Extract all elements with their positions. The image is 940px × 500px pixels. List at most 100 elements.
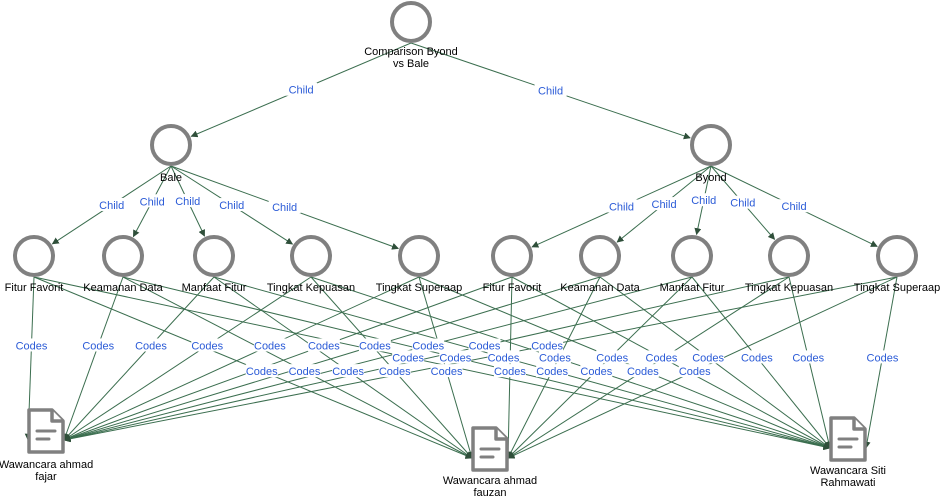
document-icon[interactable] — [27, 408, 65, 454]
node-circle-icon[interactable] — [193, 235, 235, 277]
codes-edge-label-bg — [430, 364, 463, 378]
node-bale-keamanan-data[interactable]: Keamanan Data — [83, 235, 164, 294]
node-bale[interactable]: Bale — [150, 124, 192, 184]
node-circle-icon[interactable] — [579, 235, 621, 277]
child-edge-label: Child — [691, 195, 716, 207]
child-edge-label: Child — [609, 201, 634, 213]
codes-edge-label-bg — [866, 350, 899, 364]
codes-edge-label: Codes — [135, 340, 167, 352]
codes-edge-label: Codes — [679, 366, 711, 378]
child-edge-label-bg — [95, 197, 128, 211]
codes-edge-label: Codes — [741, 352, 773, 364]
child-edge-label: Child — [782, 201, 807, 213]
node-label: Tingkat Kepuasan — [745, 282, 833, 294]
node-byond-keamanan-data[interactable]: Keamanan Data — [560, 235, 641, 294]
node-byond-manfaat-fitur[interactable]: Manfaat Fitur — [660, 235, 725, 294]
node-label: Tingkat Kepuasan — [267, 282, 355, 294]
node-circle-icon[interactable] — [768, 235, 810, 277]
node-label: fauzan — [473, 487, 506, 499]
node-byond-tingkat-kepuasan[interactable]: Tingkat Kepuasan — [745, 235, 833, 294]
codes-edge-label: Codes — [580, 366, 612, 378]
node-circle-icon[interactable] — [290, 235, 332, 277]
codes-edge-label-bg — [332, 364, 365, 378]
codes-edge-label-bg — [596, 350, 629, 364]
node-circle-icon[interactable] — [690, 124, 732, 166]
codes-edge-byond_keamanan_data-to-doc_fajar — [63, 276, 601, 442]
child-edge-label-bg — [285, 82, 318, 96]
node-circle-icon[interactable] — [876, 235, 918, 277]
codes-edge-label-bg — [392, 350, 425, 364]
node-bale-manfaat-fitur[interactable]: Manfaat Fitur — [182, 235, 247, 294]
node-label: Wawancara Siti — [810, 465, 886, 477]
document-icon[interactable] — [471, 426, 509, 472]
child-edge-label: Child — [289, 85, 314, 97]
codes-edge-label-bg — [358, 338, 391, 352]
codes-edge-label: Codes — [536, 366, 568, 378]
codes-edge-label-bg — [740, 350, 773, 364]
codes-edge-label: Codes — [392, 352, 424, 364]
codes-edge-label-bg — [253, 338, 286, 352]
child-edge-label-bg — [534, 83, 567, 97]
codes-edge-label: Codes — [82, 340, 114, 352]
node-byond[interactable]: Byond — [690, 124, 732, 184]
node-circle-icon[interactable] — [398, 235, 440, 277]
codes-edge-label-bg — [288, 364, 321, 378]
node-circle-icon[interactable] — [390, 1, 432, 43]
child-edge-label: Child — [219, 200, 244, 212]
child-edge-label-bg — [136, 194, 169, 208]
node-byond-fitur-favorit[interactable]: Fitur Favorit — [483, 235, 542, 294]
codes-edge-label-bg — [412, 338, 445, 352]
codes-edge-label: Codes — [692, 352, 724, 364]
child-edge-label-bg — [171, 194, 204, 208]
node-bale-tingkat-kepuasan[interactable]: Tingkat Kepuasan — [267, 235, 355, 294]
node-label: vs Bale — [393, 58, 429, 70]
child-edge-label: Child — [272, 202, 297, 214]
codes-edge-bale_manfaat_fitur-to-doc_fajar — [63, 276, 215, 441]
node-label: Byond — [695, 172, 726, 184]
child-edge-label-bg — [268, 200, 301, 214]
codes-edge-label: Codes — [254, 340, 286, 352]
codes-edge-label-bg — [82, 338, 115, 352]
codes-edge-byond_fitur_favorit-to-doc_fajar — [63, 276, 513, 442]
node-byond-tingkat-superaap[interactable]: Tingkat Superaap — [854, 235, 940, 294]
codes-edge-label-bg — [307, 338, 340, 352]
codes-edge-label: Codes — [289, 366, 321, 378]
node-label: Wawancara ahmad — [443, 475, 537, 487]
node-label: Manfaat Fitur — [660, 282, 725, 294]
codes-edge-label-bg — [692, 350, 725, 364]
codes-edge-label-bg — [15, 338, 48, 352]
codes-edge-label: Codes — [646, 352, 678, 364]
codes-edge-label-bg — [678, 364, 711, 378]
node-circle-icon[interactable] — [671, 235, 713, 277]
node-circle-icon[interactable] — [491, 235, 533, 277]
codes-edge-label: Codes — [469, 340, 501, 352]
child-edge-label-bg — [726, 195, 759, 209]
codes-edge-label-bg — [645, 350, 678, 364]
codes-edge-label-bg — [487, 350, 520, 364]
codes-edge-label: Codes — [439, 352, 471, 364]
child-edge-label-bg — [215, 198, 248, 212]
node-bale-tingkat-superaap[interactable]: Tingkat Superaap — [376, 235, 462, 294]
node-circle-icon[interactable] — [102, 235, 144, 277]
codes-edge-byond_manfaat_fitur-to-doc_fajar — [63, 276, 693, 442]
document-icon[interactable] — [829, 416, 867, 462]
codes-edge-label: Codes — [359, 340, 391, 352]
node-circle-icon[interactable] — [13, 235, 55, 277]
codes-edge-label-bg — [792, 350, 825, 364]
node-label: Keamanan Data — [560, 282, 640, 294]
child-edge-label: Child — [652, 199, 677, 211]
codes-edge-label-bg — [626, 364, 659, 378]
codes-edge-label-bg — [493, 364, 526, 378]
node-bale-fitur-favorit[interactable]: Fitur Favorit — [5, 235, 64, 294]
codes-edge-label: Codes — [867, 352, 899, 364]
child-edge-label: Child — [730, 198, 755, 210]
codes-edge-label: Codes — [412, 340, 444, 352]
codes-edge-label: Codes — [16, 340, 48, 352]
child-edge-label-bg — [687, 193, 720, 207]
child-edge-label: Child — [99, 200, 124, 212]
node-circle-icon[interactable] — [150, 124, 192, 166]
